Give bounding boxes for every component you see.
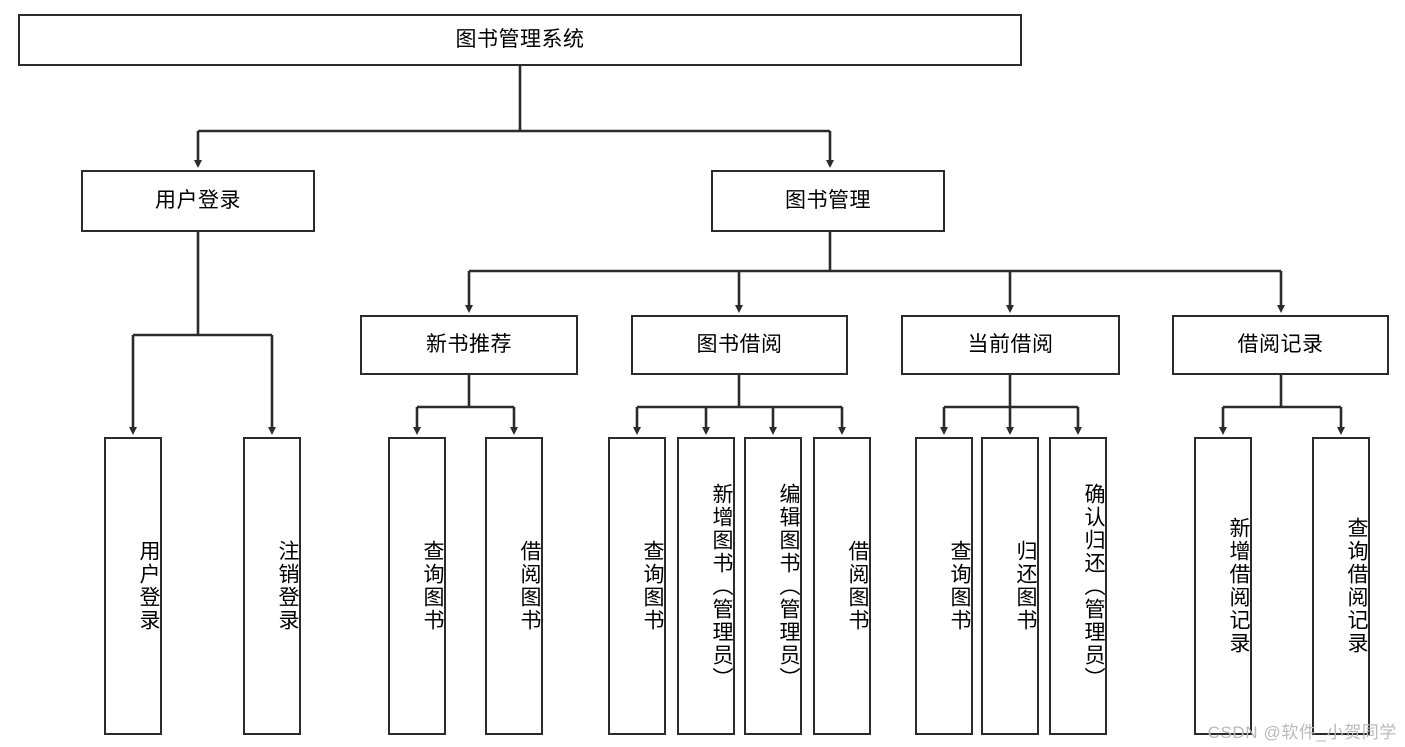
node-label: 图书管理: [785, 188, 871, 212]
leaf-query-book-recommend[interactable]: 查询图书: [388, 437, 446, 735]
node-book-borrow[interactable]: 图书借阅: [631, 315, 848, 375]
node-label: 用户登录: [137, 540, 160, 632]
node-label: 借阅记录: [1237, 332, 1324, 356]
node-label: 注销登录: [276, 540, 299, 632]
leaf-borrow-book-recommend[interactable]: 借阅图书: [485, 437, 543, 735]
node-book-management[interactable]: 图书管理: [711, 170, 945, 232]
node-label: 当前借阅: [967, 332, 1054, 356]
node-label: 编辑图书（管理员）: [777, 482, 800, 690]
node-label: 新增图书（管理员）: [710, 482, 733, 690]
leaf-logout[interactable]: 注销登录: [243, 437, 301, 735]
leaf-add-book[interactable]: 新增图书（管理员）: [677, 437, 735, 735]
node-label: 新增借阅记录: [1227, 517, 1250, 655]
node-label: 新书推荐: [426, 332, 512, 356]
node-label: 查询图书: [948, 540, 971, 632]
leaf-query-book-borrow[interactable]: 查询图书: [608, 437, 666, 735]
leaf-user-login[interactable]: 用户登录: [104, 437, 162, 735]
leaf-borrow-book[interactable]: 借阅图书: [813, 437, 871, 735]
leaf-query-book-current[interactable]: 查询图书: [915, 437, 973, 735]
node-label: 图书借阅: [696, 332, 783, 356]
node-label: 归还图书: [1014, 540, 1037, 632]
leaf-add-borrow-record[interactable]: 新增借阅记录: [1194, 437, 1252, 735]
leaf-edit-book[interactable]: 编辑图书（管理员）: [744, 437, 802, 735]
node-user-login[interactable]: 用户登录: [81, 170, 315, 232]
node-borrow-record[interactable]: 借阅记录: [1172, 315, 1389, 375]
node-label: 查询借阅记录: [1345, 517, 1368, 655]
leaf-query-borrow-record[interactable]: 查询借阅记录: [1312, 437, 1370, 735]
watermark-text: CSDN @软件_小贺同学: [1207, 723, 1397, 742]
node-new-book-recommend[interactable]: 新书推荐: [360, 315, 578, 375]
node-label: 图书管理系统: [455, 27, 585, 51]
node-label: 借阅图书: [846, 540, 869, 632]
node-label: 确认归还（管理员）: [1082, 482, 1105, 690]
node-root-book-management-system[interactable]: 图书管理系统: [18, 14, 1022, 66]
node-label: 用户登录: [155, 188, 241, 212]
node-label: 借阅图书: [518, 540, 541, 632]
node-label: 查询图书: [421, 540, 444, 632]
node-current-borrow[interactable]: 当前借阅: [901, 315, 1120, 375]
node-label: 查询图书: [641, 540, 664, 632]
leaf-return-book[interactable]: 归还图书: [981, 437, 1039, 735]
leaf-confirm-return[interactable]: 确认归还（管理员）: [1049, 437, 1107, 735]
